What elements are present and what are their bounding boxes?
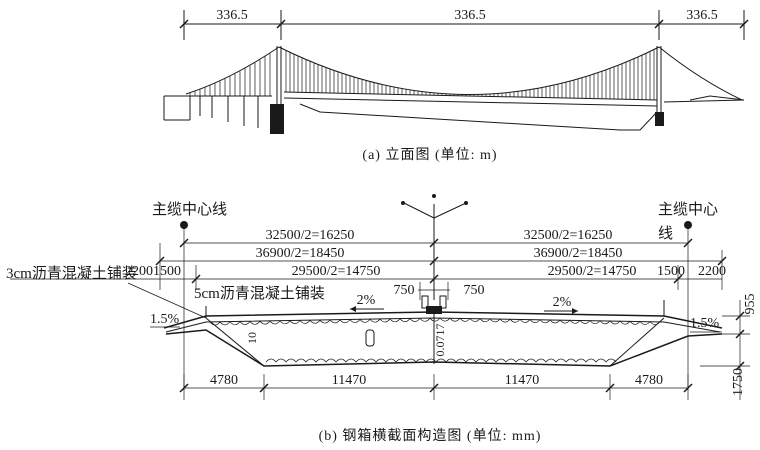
elevation-view: 336.5 336.5 336.5 — [163, 8, 749, 163]
height-1750: 1750 — [731, 368, 746, 396]
bottom-dim-11470-right: 11470 — [505, 373, 539, 388]
center-mark: 0.0717 — [433, 324, 447, 357]
dim-2200-right: 2200 — [698, 264, 726, 279]
paving-5cm-label: 5cm沥青混凝土铺装 — [194, 285, 325, 302]
side-span-piers — [199, 96, 259, 128]
median-750-left: 750 — [394, 283, 415, 298]
section-caption: (b) 钢箱横截面构造图 (单位: mm) — [319, 428, 542, 444]
span-label-right: 336.5 — [686, 8, 718, 23]
paving-3cm-label: 3cm沥青混凝土铺装 — [6, 265, 137, 282]
slope-edge-left: 1.5% — [150, 312, 180, 327]
cable-center-label-right-2: 线 — [658, 225, 673, 242]
tower-right — [655, 46, 664, 126]
elevation-caption: (a) 立面图 (单位: m) — [362, 147, 497, 163]
span-label-left: 336.5 — [216, 8, 248, 23]
cable-center-label-right-1: 主缆中心 — [658, 201, 718, 218]
height-955: 955 — [743, 294, 758, 315]
dim-36900-right: 36900/2=18450 — [534, 246, 623, 261]
dim-29500-right: 29500/2=14750 — [548, 264, 637, 279]
span-dimension-line — [179, 10, 749, 40]
median-750-right: 750 — [464, 283, 485, 298]
dim-32500-left: 32500/2=16250 — [266, 228, 355, 243]
side-cable-left — [185, 46, 280, 95]
slope-deck-right: 2% — [553, 295, 572, 310]
cable-center-label-left: 主缆中心线 — [152, 201, 227, 218]
cross-section-view: 主缆中心线 主缆中心 线 — [6, 194, 758, 444]
bottom-dim-4780-right: 4780 — [635, 373, 663, 388]
steel-box-girder — [163, 295, 723, 367]
slope-deck-left: 2% — [357, 293, 376, 308]
bottom-dim-4780-left: 4780 — [210, 373, 238, 388]
bottom-dimension-line — [179, 374, 693, 400]
bottom-dim-11470-left: 11470 — [332, 373, 366, 388]
hangers — [189, 49, 655, 100]
height-dimension-lines — [700, 300, 750, 400]
main-cable — [278, 46, 660, 95]
dim-2200-1500-left: 22001500 — [125, 264, 181, 279]
web-mark: 10 — [245, 332, 259, 344]
elevation-deck — [163, 91, 745, 131]
paving-3cm-leader — [127, 282, 207, 319]
tower-left — [270, 46, 284, 134]
dim-1500-right: 1500 — [657, 264, 685, 279]
dim-29500-left: 29500/2=14750 — [292, 264, 381, 279]
side-cable-right — [658, 46, 743, 101]
slope-edge-right: 1.5% — [690, 316, 720, 331]
section-dimension-lines — [10, 236, 727, 300]
dim-36900-left: 36900/2=18450 — [256, 246, 345, 261]
span-label-main: 336.5 — [454, 8, 486, 23]
dim-32500-right: 32500/2=16250 — [524, 228, 613, 243]
